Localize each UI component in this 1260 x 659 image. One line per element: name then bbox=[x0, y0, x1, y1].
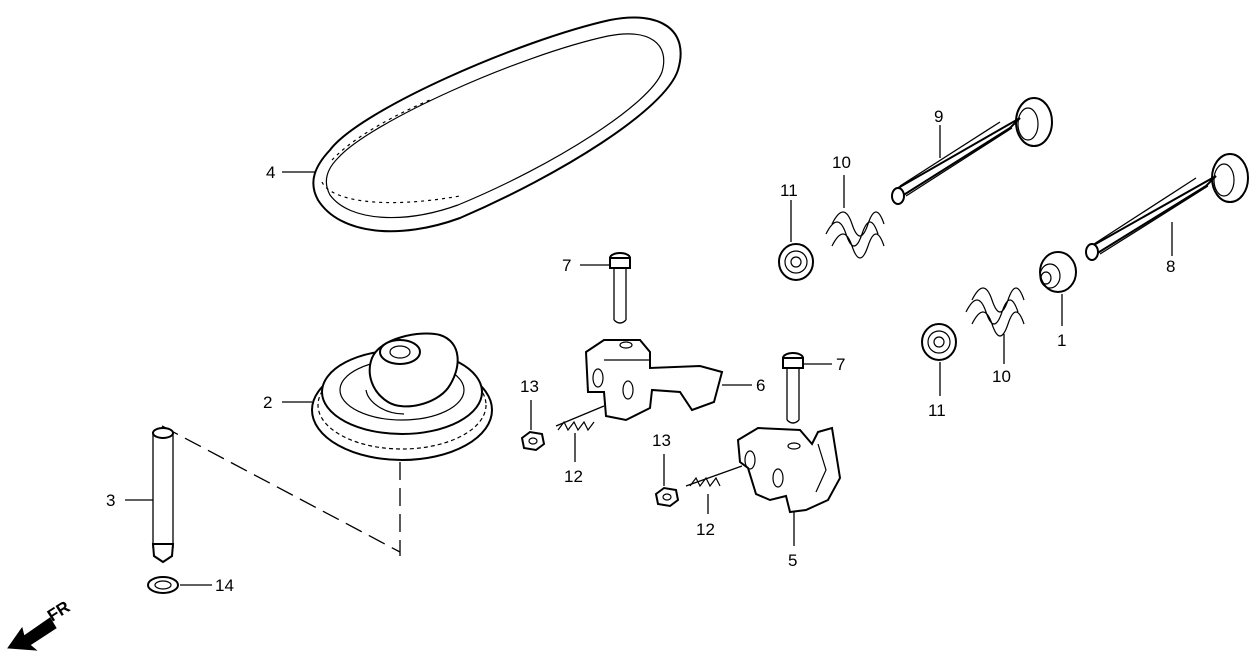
callout-13-lower: 13 bbox=[652, 431, 671, 450]
callout-7-lower: 7 bbox=[836, 355, 845, 374]
callout-12-upper: 12 bbox=[564, 467, 583, 486]
valve-retainer-upper bbox=[778, 243, 814, 281]
camshaft-pulley bbox=[311, 332, 493, 461]
callout-7-upper: 7 bbox=[562, 256, 571, 275]
callout-1: 1 bbox=[1057, 331, 1066, 350]
callout-13-upper: 13 bbox=[520, 377, 539, 396]
callout-12-lower: 12 bbox=[696, 520, 715, 539]
pivot-spring-upper bbox=[555, 405, 605, 432]
callout-14: 14 bbox=[215, 576, 234, 595]
callout-4: 4 bbox=[266, 163, 275, 182]
callout-6: 6 bbox=[756, 376, 765, 395]
pivot-spring-lower bbox=[685, 465, 743, 488]
callout-10-upper: 10 bbox=[832, 153, 851, 172]
rocker-bolt-lower bbox=[782, 352, 804, 424]
exhaust-valve bbox=[1085, 153, 1249, 261]
valve-rotator bbox=[1039, 251, 1077, 293]
valve-spring-lower bbox=[965, 287, 1025, 337]
callout-11-upper: 11 bbox=[780, 181, 798, 200]
callout-11-lower: 11 bbox=[928, 401, 946, 420]
rocker-arm-lower bbox=[736, 426, 842, 514]
intake-valve bbox=[891, 97, 1053, 205]
washer bbox=[147, 576, 179, 594]
rocker-bolt-upper bbox=[609, 252, 631, 324]
callout-8: 8 bbox=[1166, 257, 1175, 276]
valve-retainer-lower bbox=[921, 323, 957, 361]
adjuster-nut-lower bbox=[654, 486, 680, 508]
callout-5: 5 bbox=[788, 551, 797, 570]
camshaft-pin bbox=[151, 427, 175, 564]
rocker-arm-upper bbox=[584, 339, 724, 422]
timing-belt bbox=[312, 16, 682, 233]
front-direction-arrow-icon bbox=[7, 617, 57, 651]
callout-9: 9 bbox=[934, 107, 943, 126]
callout-2: 2 bbox=[263, 393, 272, 412]
adjuster-nut-upper bbox=[520, 430, 546, 452]
callout-3: 3 bbox=[106, 491, 115, 510]
assembly-guide-line bbox=[161, 425, 401, 556]
callout-10-lower: 10 bbox=[992, 367, 1011, 386]
valve-spring-upper bbox=[825, 211, 885, 259]
